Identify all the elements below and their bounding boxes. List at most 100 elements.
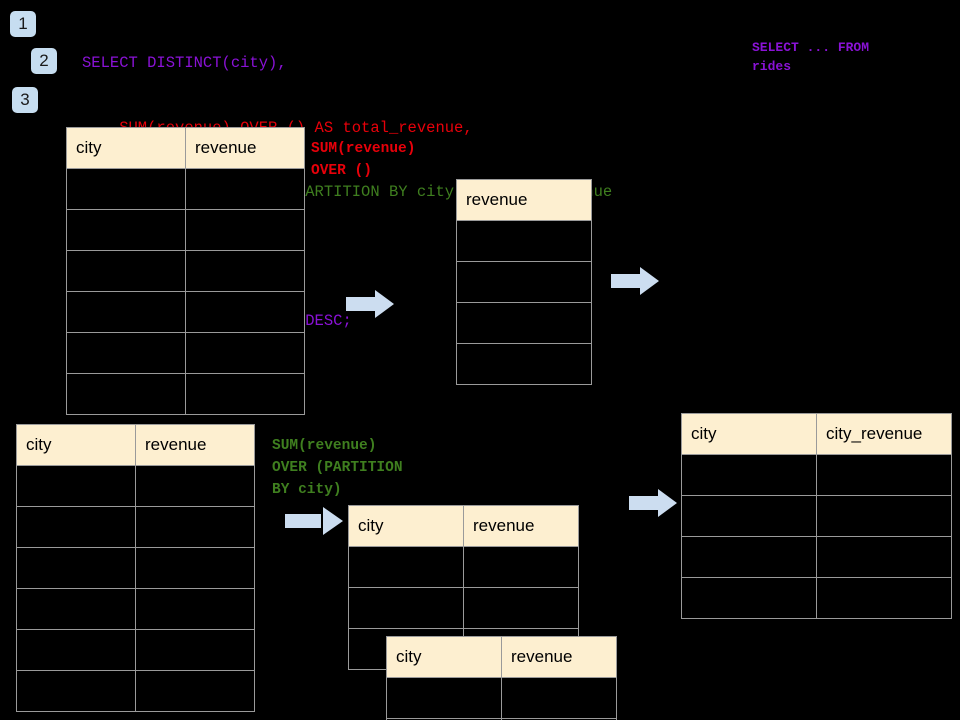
step-badge-3: 3 [12,87,38,113]
table-header-row: city city_revenue [681,413,952,455]
cell-revenue [185,168,305,210]
cell-city [16,670,136,712]
cell-city [66,373,186,415]
cell-city [681,454,817,496]
cell-city [16,629,136,671]
cell-city [16,506,136,548]
table-header-row: city revenue [386,636,617,678]
cell-city [66,209,186,251]
partition-table-front: city revenue [386,636,617,720]
cell-revenue [463,587,579,629]
table-header-row: city revenue [66,127,305,169]
table-header-row: city revenue [16,424,255,466]
cell-revenue [185,250,305,292]
cell-revenue [456,343,592,385]
source-table-bottom: city revenue [16,424,255,712]
arrow-source-to-partition [285,507,343,535]
column-header-revenue: revenue [456,179,592,221]
cell-city [386,677,502,719]
column-header-city: city [16,424,136,466]
table-row [456,302,592,344]
cell-city [348,587,464,629]
step-badge-2: 2 [31,48,57,74]
table-row [16,506,255,548]
table-row [456,343,592,385]
cell-city [16,547,136,589]
cell-city [348,546,464,588]
cell-revenue [135,588,255,630]
cell-revenue [456,261,592,303]
cell-city [681,495,817,537]
table-row [348,546,579,588]
table-row [66,373,305,415]
cell-revenue [135,629,255,671]
revenue-table: revenue [456,179,592,385]
table-row [66,209,305,251]
column-header-revenue: revenue [185,127,305,169]
column-header-revenue: revenue [135,424,255,466]
cell-revenue [501,677,617,719]
annotation-select-from: SELECT ... FROM rides [752,40,870,74]
cell-city-revenue [816,495,952,537]
cell-city-revenue [816,454,952,496]
arrow-revenue-to-result [611,267,659,295]
table-row [16,670,255,712]
cell-revenue [185,209,305,251]
column-header-city: city [66,127,186,169]
cell-city [66,250,186,292]
result-table: city city_revenue [681,413,952,619]
table-row [681,577,952,619]
cell-city [681,536,817,578]
column-header-revenue: revenue [501,636,617,678]
cell-revenue [135,465,255,507]
table-row [16,629,255,671]
column-header-city: city [681,413,817,455]
cell-city [66,291,186,333]
arrow-partition-to-result [629,489,677,517]
table-row [16,547,255,589]
cell-revenue [135,547,255,589]
table-row [66,291,305,333]
source-table-top: city revenue [66,127,305,415]
table-row [66,332,305,374]
table-header-row: revenue [456,179,592,221]
table-row [386,677,617,719]
cell-revenue [456,302,592,344]
column-header-city-revenue: city_revenue [816,413,952,455]
table-row [386,718,617,720]
cell-city [681,577,817,619]
arrow-source-to-revenue [346,290,394,318]
annotation-sum-over-partition: SUM(revenue) OVER (PARTITION BY city) [272,438,403,498]
sql-line-1: SELECT DISTINCT(city), [82,54,287,72]
cell-city [66,332,186,374]
annotation-sum-over-empty: SUM(revenue) OVER () [311,141,416,179]
table-row [681,495,952,537]
cell-city-revenue [816,577,952,619]
cell-revenue [463,546,579,588]
cell-revenue [185,332,305,374]
table-row [66,168,305,210]
cell-revenue [501,718,617,720]
cell-revenue [185,291,305,333]
cell-revenue [135,506,255,548]
table-row [681,536,952,578]
cell-city [66,168,186,210]
table-row [681,454,952,496]
cell-city [16,588,136,630]
column-header-city: city [348,505,464,547]
table-row [16,465,255,507]
column-header-city: city [386,636,502,678]
cell-city [16,465,136,507]
table-header-row: city revenue [348,505,579,547]
table-row [348,587,579,629]
step-badge-1: 1 [10,11,36,37]
table-row [66,250,305,292]
column-header-revenue: revenue [463,505,579,547]
cell-revenue [456,220,592,262]
table-row [456,261,592,303]
cell-revenue [135,670,255,712]
cell-city-revenue [816,536,952,578]
table-row [456,220,592,262]
table-row [16,588,255,630]
